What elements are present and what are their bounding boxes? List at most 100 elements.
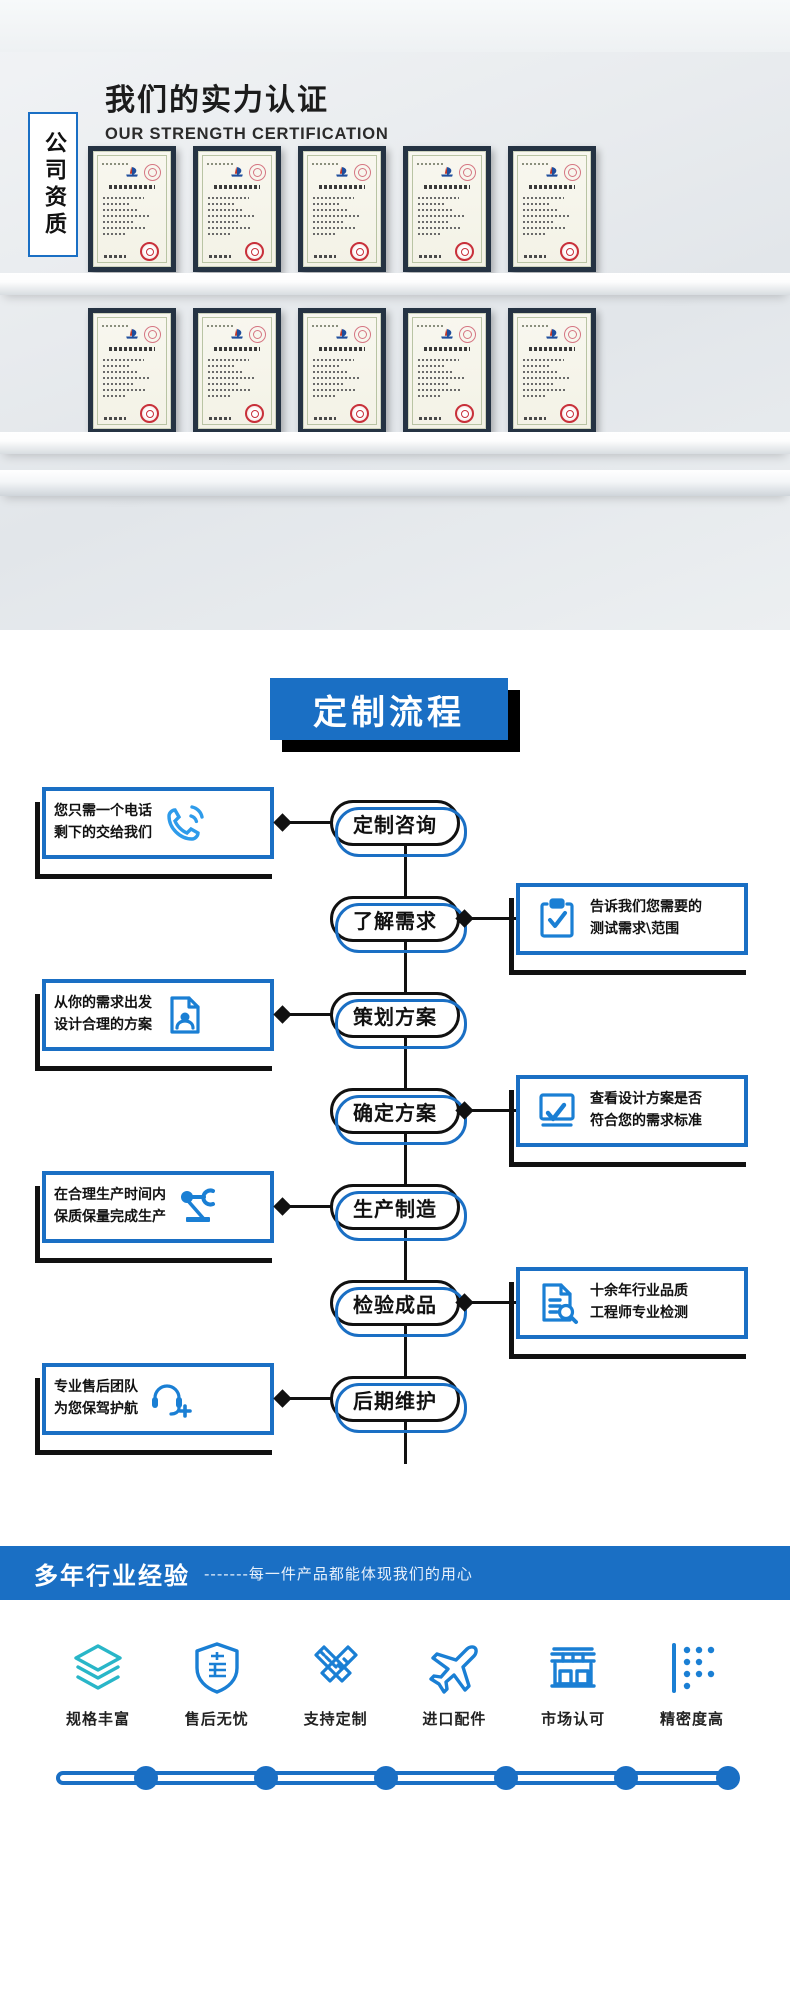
patent-logo-icon [546, 166, 558, 177]
document-search-icon [528, 1276, 586, 1330]
certificate-row-1 [88, 146, 596, 272]
flow-step-pill-7[interactable]: 后期维护 [330, 1376, 467, 1433]
certificate-frame[interactable] [508, 308, 596, 434]
certificate-frame[interactable] [298, 146, 386, 272]
certificate-row-2 [88, 308, 596, 434]
shelf-base [0, 470, 790, 496]
experience-banner: 多年行业经验 -------每一件产品都能体现我们的用心 [0, 1546, 790, 1600]
flow-card-text-7: 专业售后团队为您保驾护航 [54, 1379, 138, 1417]
flow-step-label: 策划方案 [353, 1004, 437, 1029]
progress-dot[interactable] [716, 1766, 740, 1790]
flow-card-text-6: 十余年行业品质工程师专业检测 [590, 1283, 688, 1321]
patent-logo-icon [441, 166, 453, 177]
flow-card-2[interactable]: 告诉我们您需要的测试需求\范围 [509, 883, 748, 975]
storefront-icon [545, 1634, 601, 1696]
progress-dot[interactable] [254, 1766, 278, 1790]
progress-dot[interactable] [494, 1766, 518, 1790]
progress-dot[interactable] [134, 1766, 158, 1790]
feature-item-5[interactable]: 市场认可 [521, 1634, 625, 1729]
shelf-divider [0, 432, 790, 454]
feature-row: 规格丰富 售后无忧 支持定制 [0, 1634, 790, 1729]
pencil-ruler-icon [308, 1634, 364, 1696]
flow-step-label: 检验成品 [353, 1292, 437, 1317]
feature-label: 售后无忧 [184, 1710, 249, 1728]
feature-label: 市场认可 [541, 1710, 606, 1728]
shelf-divider [0, 273, 790, 295]
flow-connector-5 [288, 1205, 332, 1208]
flow-step-pill-4[interactable]: 确定方案 [330, 1088, 467, 1145]
layers-icon [70, 1634, 126, 1696]
user-support-icon [142, 1372, 200, 1426]
flow-connector-diamond-7 [273, 1389, 292, 1408]
certificate-frame[interactable] [298, 308, 386, 434]
progress-track [46, 1763, 744, 1793]
flow-step-pill-6[interactable]: 检验成品 [330, 1280, 467, 1337]
flow-step-label: 生产制造 [353, 1196, 437, 1221]
flow-connector-diamond-3 [273, 1005, 292, 1024]
banner-headline: 多年行业经验 [34, 1561, 190, 1590]
flow-step-label: 了解需求 [353, 908, 437, 933]
flow-card-text-3: 从你的需求出发设计合理的方案 [54, 995, 152, 1033]
certificate-frame[interactable] [193, 308, 281, 434]
flow-title-block: 定制流程 [270, 678, 520, 752]
flow-card-text-1: 您只需一个电话剩下的交给我们 [54, 803, 152, 841]
patent-logo-icon [126, 166, 138, 177]
certificate-frame[interactable] [508, 146, 596, 272]
certificate-frame[interactable] [193, 146, 281, 272]
certificate-frame[interactable] [88, 308, 176, 434]
feature-item-3[interactable]: 支持定制 [284, 1634, 388, 1729]
flow-step-label: 后期维护 [353, 1388, 437, 1413]
flow-step-pill-1[interactable]: 定制咨询 [330, 800, 467, 857]
phone-call-icon [156, 796, 214, 850]
certification-header: 我们的实力认证 OUR STRENGTH CERTIFICATION [105, 75, 389, 144]
flow-connector-1 [288, 821, 332, 824]
flow-card-5[interactable]: 在合理生产时间内保质保量完成生产 [35, 1171, 274, 1263]
progress-dot[interactable] [374, 1766, 398, 1790]
feature-item-6[interactable]: 精密度高 [640, 1634, 744, 1729]
process-flow-section: 定制流程 定制咨询 您只需一个电话剩下的交给我们 [0, 678, 790, 1528]
patent-logo-icon [336, 328, 348, 339]
vertical-badge-label: 公司资质 [41, 130, 66, 239]
patent-logo-icon [231, 328, 243, 339]
feature-item-1[interactable]: 规格丰富 [46, 1634, 150, 1729]
feature-label: 规格丰富 [65, 1710, 130, 1728]
certificate-frame[interactable] [403, 308, 491, 434]
progress-dot[interactable] [614, 1766, 638, 1790]
features-section: 规格丰富 售后无忧 支持定制 [0, 1600, 790, 1793]
flow-connector-4 [470, 1109, 516, 1112]
flow-diagram: 定制咨询 您只需一个电话剩下的交给我们 了解需求 [0, 778, 790, 1518]
flow-title: 定制流程 [270, 678, 508, 740]
patent-logo-icon [126, 328, 138, 339]
flow-card-6[interactable]: 十余年行业品质工程师专业检测 [509, 1267, 748, 1359]
monitor-check-icon [528, 1084, 586, 1138]
robot-arm-icon [170, 1180, 228, 1234]
flow-connector-6 [470, 1301, 516, 1304]
feature-label: 精密度高 [659, 1710, 724, 1728]
flow-step-label: 确定方案 [353, 1100, 437, 1125]
flow-card-text-4: 查看设计方案是否符合您的需求标准 [590, 1091, 702, 1129]
patent-logo-icon [231, 166, 243, 177]
page-subtitle: OUR STRENGTH CERTIFICATION [105, 125, 389, 143]
certificate-frame[interactable] [403, 146, 491, 272]
feature-item-2[interactable]: 售后无忧 [165, 1634, 269, 1729]
patent-logo-icon [441, 328, 453, 339]
feature-item-4[interactable]: 进口配件 [402, 1634, 506, 1729]
precision-dots-icon [664, 1634, 720, 1696]
vertical-badge-company-qualification: 公司资质 [28, 112, 81, 260]
flow-step-pill-3[interactable]: 策划方案 [330, 992, 467, 1049]
flow-card-7[interactable]: 专业售后团队为您保驾护航 [35, 1363, 274, 1455]
flow-card-text-5: 在合理生产时间内保质保量完成生产 [54, 1187, 166, 1225]
certification-section: 我们的实力认证 OUR STRENGTH CERTIFICATION 公司资质 [0, 0, 790, 630]
patent-logo-icon [546, 328, 558, 339]
flow-card-4[interactable]: 查看设计方案是否符合您的需求标准 [509, 1075, 748, 1167]
patent-logo-icon [336, 166, 348, 177]
flow-connector-7 [288, 1397, 332, 1400]
flow-connector-diamond-1 [273, 813, 292, 832]
flow-connector-2 [470, 917, 516, 920]
flow-step-pill-2[interactable]: 了解需求 [330, 896, 467, 953]
flow-step-pill-5[interactable]: 生产制造 [330, 1184, 467, 1241]
certificate-frame[interactable] [88, 146, 176, 272]
flow-card-1[interactable]: 您只需一个电话剩下的交给我们 [35, 787, 274, 879]
banner-tagline: -------每一件产品都能体现我们的用心 [204, 1564, 473, 1583]
flow-card-3[interactable]: 从你的需求出发设计合理的方案 [35, 979, 274, 1071]
